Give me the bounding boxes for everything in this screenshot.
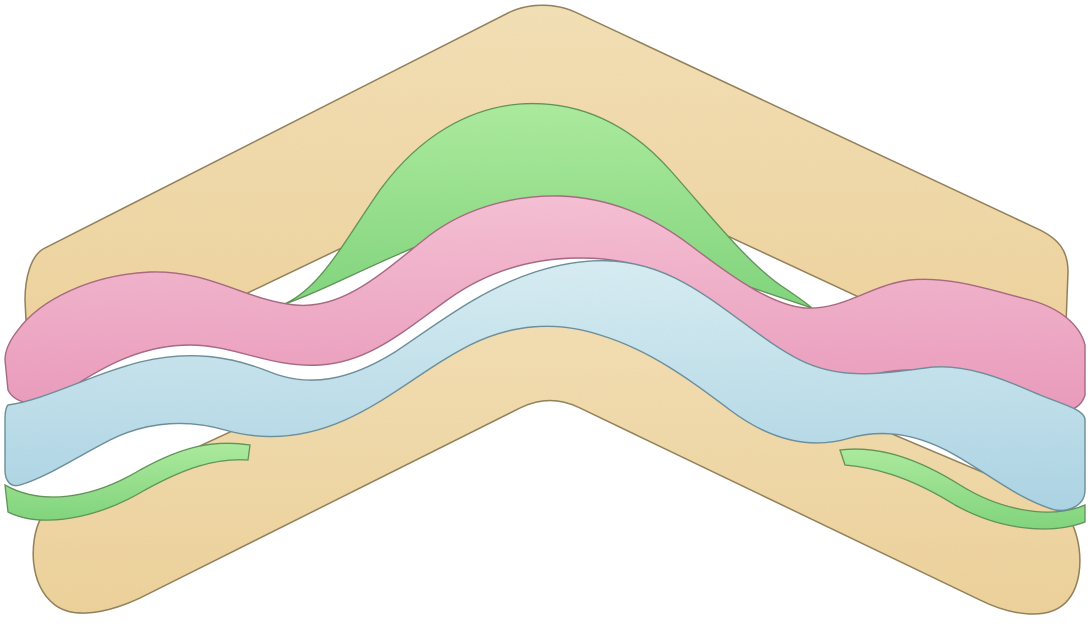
green-lower-right <box>839 448 1086 530</box>
green-lower-left <box>4 442 251 521</box>
blue-filling <box>4 259 1086 512</box>
green-filling-lower <box>4 442 1086 530</box>
blue-shape <box>4 259 1086 512</box>
